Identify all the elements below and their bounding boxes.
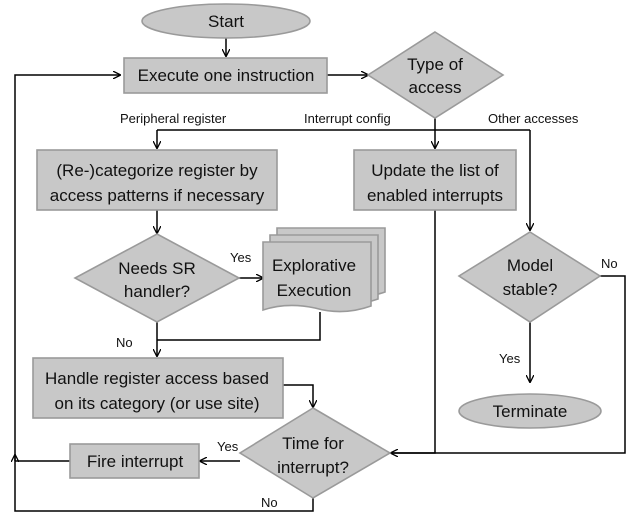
edge-label-sr-no: No [116, 335, 133, 350]
edge-label-stable-no: No [601, 256, 618, 271]
edges [14, 38, 626, 512]
needs-sr-label-line1: Needs SR [118, 259, 195, 278]
handle-access-node [32, 357, 284, 419]
model-stable-node [457, 231, 602, 323]
model-stable-label-line2: stable? [503, 280, 558, 299]
handle-access-label-line2: on its category (or use site) [54, 394, 259, 413]
explorative-label-line1: Explorative [272, 256, 356, 275]
type-of-access-label-line2: access [409, 78, 462, 97]
start-label: Start [208, 12, 244, 31]
edge-label-other: Other accesses [488, 111, 579, 126]
fire-interrupt-node [69, 443, 200, 479]
recategorize-label-line2: access patterns if necessary [50, 186, 265, 205]
time-for-interrupt-label-line1: Time for [282, 434, 344, 453]
execute-node [123, 57, 328, 94]
update-list-label-line1: Update the list of [371, 161, 499, 180]
recategorize-node [36, 149, 278, 211]
edge-explorative-return [157, 312, 321, 341]
needs-sr-node [73, 233, 241, 323]
type-of-access-node [366, 31, 505, 119]
needs-sr-label-line2: handler? [124, 282, 190, 301]
explorative-node [262, 227, 386, 313]
recategorize-label-line1: (Re-)categorize register by [56, 161, 258, 180]
edge-time-no [15, 455, 314, 512]
edge-label-time-no: No [261, 495, 278, 510]
handle-access-label-line1: Handle register access based [45, 369, 269, 388]
edge-label-time-yes: Yes [217, 439, 239, 454]
terminate-node [458, 393, 602, 429]
fire-interrupt-label: Fire interrupt [87, 452, 184, 471]
edge-loop-to-execute [14, 75, 120, 461]
edge-label-interrupt-config: Interrupt config [304, 111, 391, 126]
edge-label-sr-yes: Yes [230, 250, 252, 265]
execute-label: Execute one instruction [138, 66, 315, 85]
nodes [32, 3, 602, 499]
node-labels: Start Execute one instruction Type of ac… [45, 12, 567, 477]
type-of-access-label-line1: Type of [407, 55, 463, 74]
time-for-interrupt-label-line2: interrupt? [277, 458, 349, 477]
start-node [141, 3, 311, 39]
update-list-node [353, 149, 517, 211]
edge-label-stable-yes: Yes [499, 351, 521, 366]
edge-handle-to-time [282, 384, 313, 407]
time-for-interrupt-node [238, 407, 392, 499]
edge-label-peripheral: Peripheral register [120, 111, 227, 126]
edge-labels: Peripheral register Interrupt config Oth… [116, 111, 618, 510]
edge-update-list-to-time [391, 210, 436, 454]
update-list-label-line2: enabled interrupts [367, 186, 503, 205]
explorative-label-line2: Execution [277, 281, 352, 300]
edge-model-stable-no [391, 275, 626, 453]
terminate-label: Terminate [493, 402, 568, 421]
model-stable-label-line1: Model [507, 256, 553, 275]
